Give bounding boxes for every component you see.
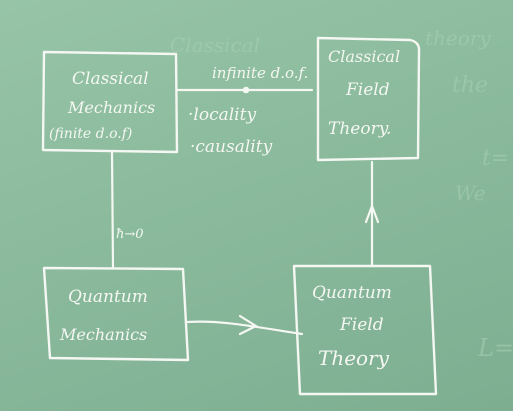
boxes [41,36,438,396]
cm-line2: Mechanics [67,98,155,117]
ghost-text: t= [482,146,509,171]
qm-line1: Quantum [68,287,148,307]
connectors [110,86,380,336]
erased-writing: Classical theory the t= We L= [170,26,513,362]
arrowhead-up [364,202,380,224]
edge-label-infinite-dof: infinite d.o.f. [212,64,308,82]
edge-label-hbar-limit: ħ→0 [116,227,144,242]
qft-line1: Quantum [312,283,392,303]
edge-cm-cft-marker [242,86,250,94]
ghost-text: the [452,73,488,98]
qft-line2: Field [339,315,384,335]
note-causality: ·causality [190,137,273,157]
box-classical-field-theory [316,36,421,162]
cft-line2: Field [345,80,390,100]
box-quantum-mechanics [42,266,190,362]
cm-line1: Classical [72,69,149,89]
arrowhead-right [238,314,259,336]
cft-line3: Theory. [328,119,391,139]
ghost-text: theory [425,26,491,50]
ghost-text: We [455,181,486,205]
qft-line3: Theory [318,346,390,370]
cm-line3: (finite d.o.f) [49,126,132,142]
ghost-text: L= [477,334,513,362]
ghost-text: Classical [170,33,260,57]
qm-line2: Mechanics [59,325,147,344]
box-quantum-field-theory [292,264,438,396]
box-classical-mechanics [41,50,179,154]
note-locality: ·locality [188,105,256,125]
cft-line1: Classical [328,47,400,66]
edge-cm-qm [110,150,115,269]
edge-qm-qft [186,320,304,336]
